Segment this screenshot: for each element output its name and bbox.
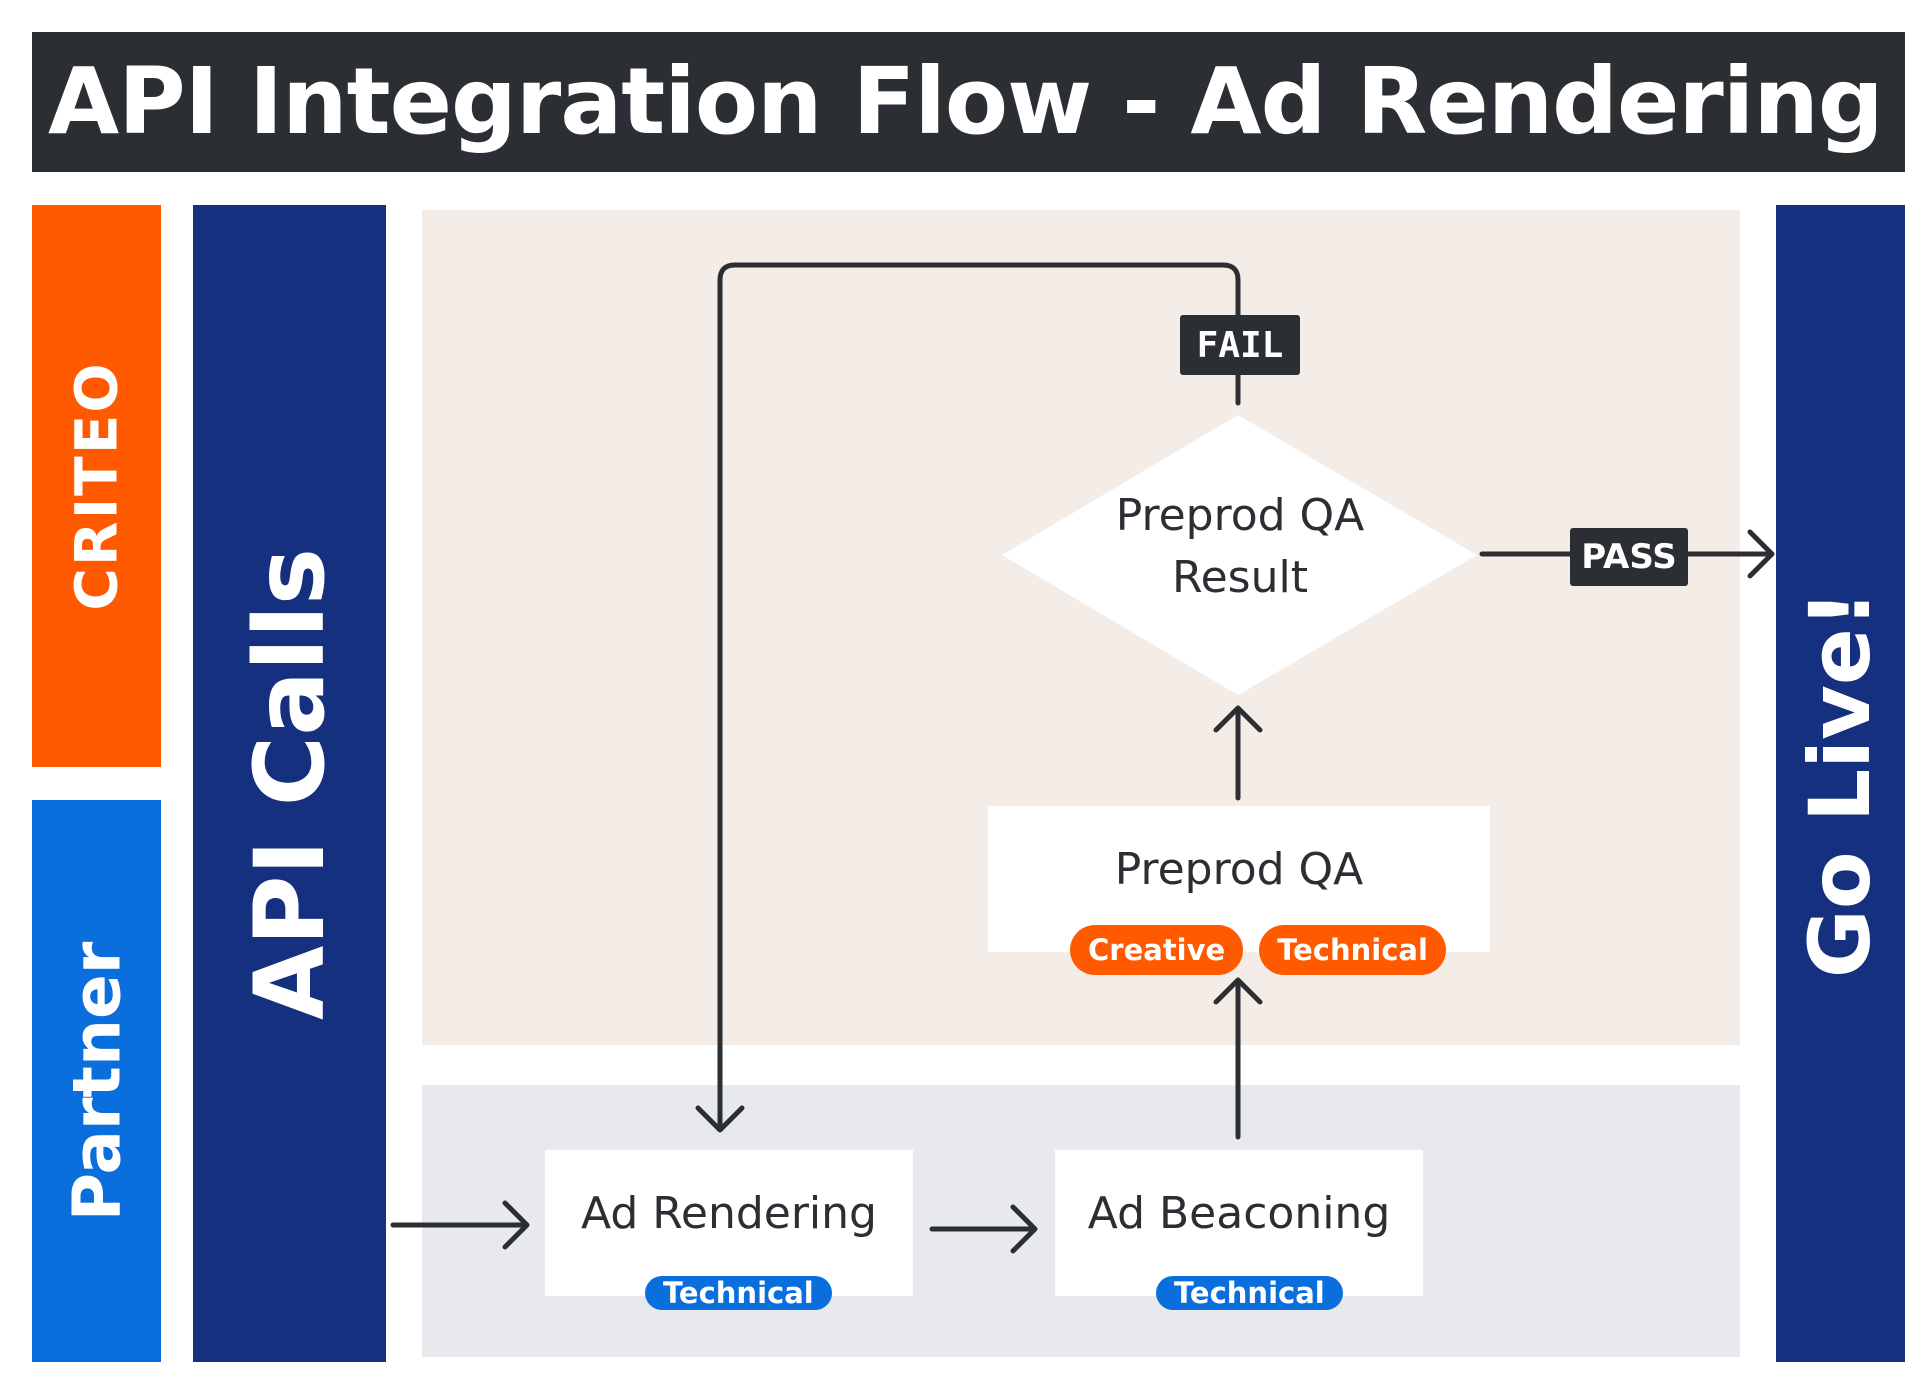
- tag-creative: Creative: [1070, 925, 1244, 975]
- node-ad-beaconing: Ad Beaconing: [1055, 1150, 1423, 1296]
- node-preprod-qa: Preprod QA: [988, 806, 1490, 952]
- arrow-preprod-to-result: [1213, 705, 1263, 801]
- arrow-render-to-beacon: [929, 1204, 1038, 1254]
- criteo-lane: CRITEO: [32, 205, 161, 767]
- ad-beaconing-tags: Technical: [1156, 1268, 1343, 1318]
- tag-technical: Technical: [1156, 1276, 1343, 1310]
- decision-label-line2: Result: [1172, 552, 1308, 603]
- tag-technical: Technical: [645, 1276, 832, 1310]
- node-ad-rendering-label: Ad Rendering: [581, 1188, 877, 1239]
- node-ad-rendering: Ad Rendering: [545, 1150, 913, 1296]
- decision-preprod-qa-result: Preprod QA Result: [1040, 485, 1440, 609]
- partner-lane: Partner: [32, 800, 161, 1362]
- node-ad-beaconing-label: Ad Beaconing: [1087, 1188, 1391, 1239]
- pass-label: PASS: [1570, 528, 1688, 586]
- decision-diamond: [1002, 415, 1477, 695]
- preprod-qa-tags: Creative Technical: [1070, 925, 1446, 975]
- decision-label-line1: Preprod QA: [1115, 490, 1365, 541]
- arrow-beacon-to-preprod: [1213, 977, 1263, 1140]
- arrow-api-to-render: [390, 1200, 530, 1250]
- fail-label: FAIL: [1180, 315, 1300, 375]
- arrow-fail-loop: [695, 262, 1241, 1133]
- tag-technical: Technical: [1259, 925, 1446, 975]
- node-preprod-qa-label: Preprod QA: [1114, 844, 1364, 895]
- diagram-title: API Integration Flow - Ad Rendering: [48, 48, 1884, 155]
- go-live-band: Go Live!: [1776, 205, 1905, 1362]
- title-bar: [32, 32, 1905, 172]
- api-calls-band: API Calls: [193, 205, 386, 1362]
- ad-rendering-tags: Technical: [645, 1268, 832, 1318]
